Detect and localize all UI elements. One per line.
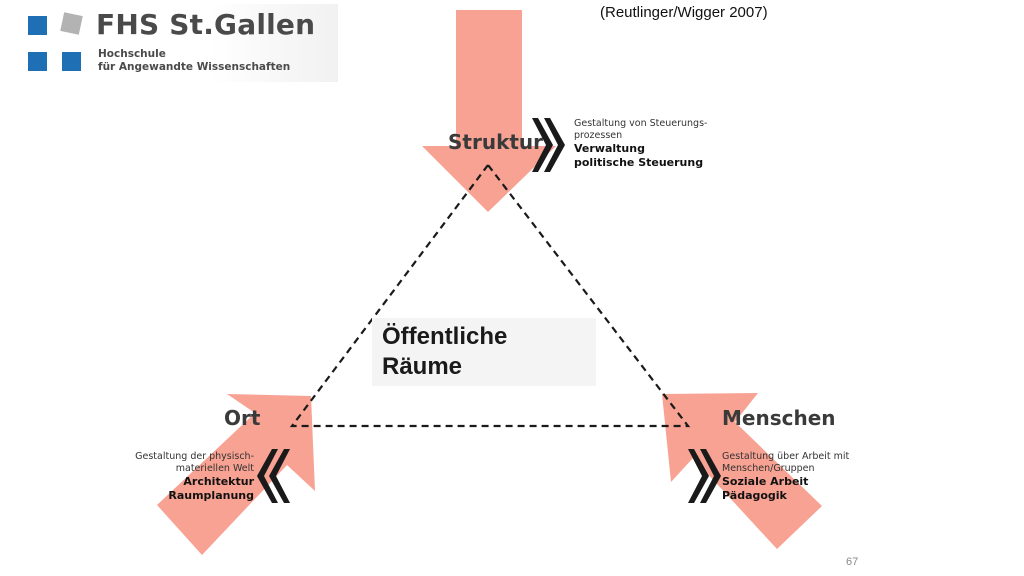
struktur-strong1: Verwaltung [574, 142, 645, 155]
logo-square-blue-3 [62, 52, 81, 71]
struktur-desc-line1: Gestaltung von Steuerungs- [574, 118, 708, 129]
menschen-chevron-icon [688, 449, 721, 503]
center-label-line2: Räume [382, 353, 463, 380]
menschen-description: Gestaltung über Arbeit mit Menschen/Grup… [722, 451, 849, 502]
fhs-logo: FHS St.Gallen Hochschule für Angewandte … [18, 4, 338, 82]
struktur-strong2: politische Steuerung [574, 155, 704, 169]
center-label: Öffentliche Räume [382, 322, 507, 382]
menschen-strong2: Pädagogik [722, 488, 787, 502]
menschen-arrow [662, 393, 822, 549]
logo-square-blue-2 [28, 52, 47, 71]
page-number: 67 [846, 556, 859, 568]
center-box: Öffentliche Räume [372, 318, 596, 386]
logo-square-blue-1 [28, 16, 47, 35]
struktur-label: Struktur [448, 130, 544, 154]
ort-desc-line2: materiellen Welt [175, 463, 254, 474]
struktur-description: Gestaltung von Steuerungs- prozessen Ver… [574, 118, 707, 169]
menschen-strong1: Soziale Arbeit [722, 475, 809, 488]
ort-strong1: Architektur [183, 475, 254, 488]
struktur-chevron-icon [532, 118, 565, 172]
ort-label: Ort [224, 406, 261, 430]
ort-strong2: Raumplanung [168, 488, 254, 502]
ort-arrow [157, 394, 315, 555]
struktur-arrow [422, 10, 556, 212]
citation: (Reutlinger/Wigger 2007) [600, 4, 768, 21]
logo-subtitle-line2: für Angewandte Wissenschaften [98, 61, 291, 73]
struktur-desc-line2: prozessen [574, 130, 623, 141]
logo-subtitle-line1: Hochschule [98, 48, 166, 60]
center-label-line1: Öffentliche [382, 323, 508, 350]
menschen-desc-line1: Gestaltung über Arbeit mit [722, 451, 850, 462]
logo-title: FHS St.Gallen [96, 8, 316, 41]
ort-chevron-icon [257, 449, 290, 503]
ort-description: Gestaltung der physisch- materiellen Wel… [100, 451, 254, 502]
ort-desc-line1: Gestaltung der physisch- [135, 451, 254, 462]
menschen-desc-line2: Menschen/Gruppen [722, 463, 815, 474]
menschen-label: Menschen [722, 406, 836, 430]
logo-subtitle: Hochschule für Angewandte Wissenschaften [98, 48, 290, 74]
